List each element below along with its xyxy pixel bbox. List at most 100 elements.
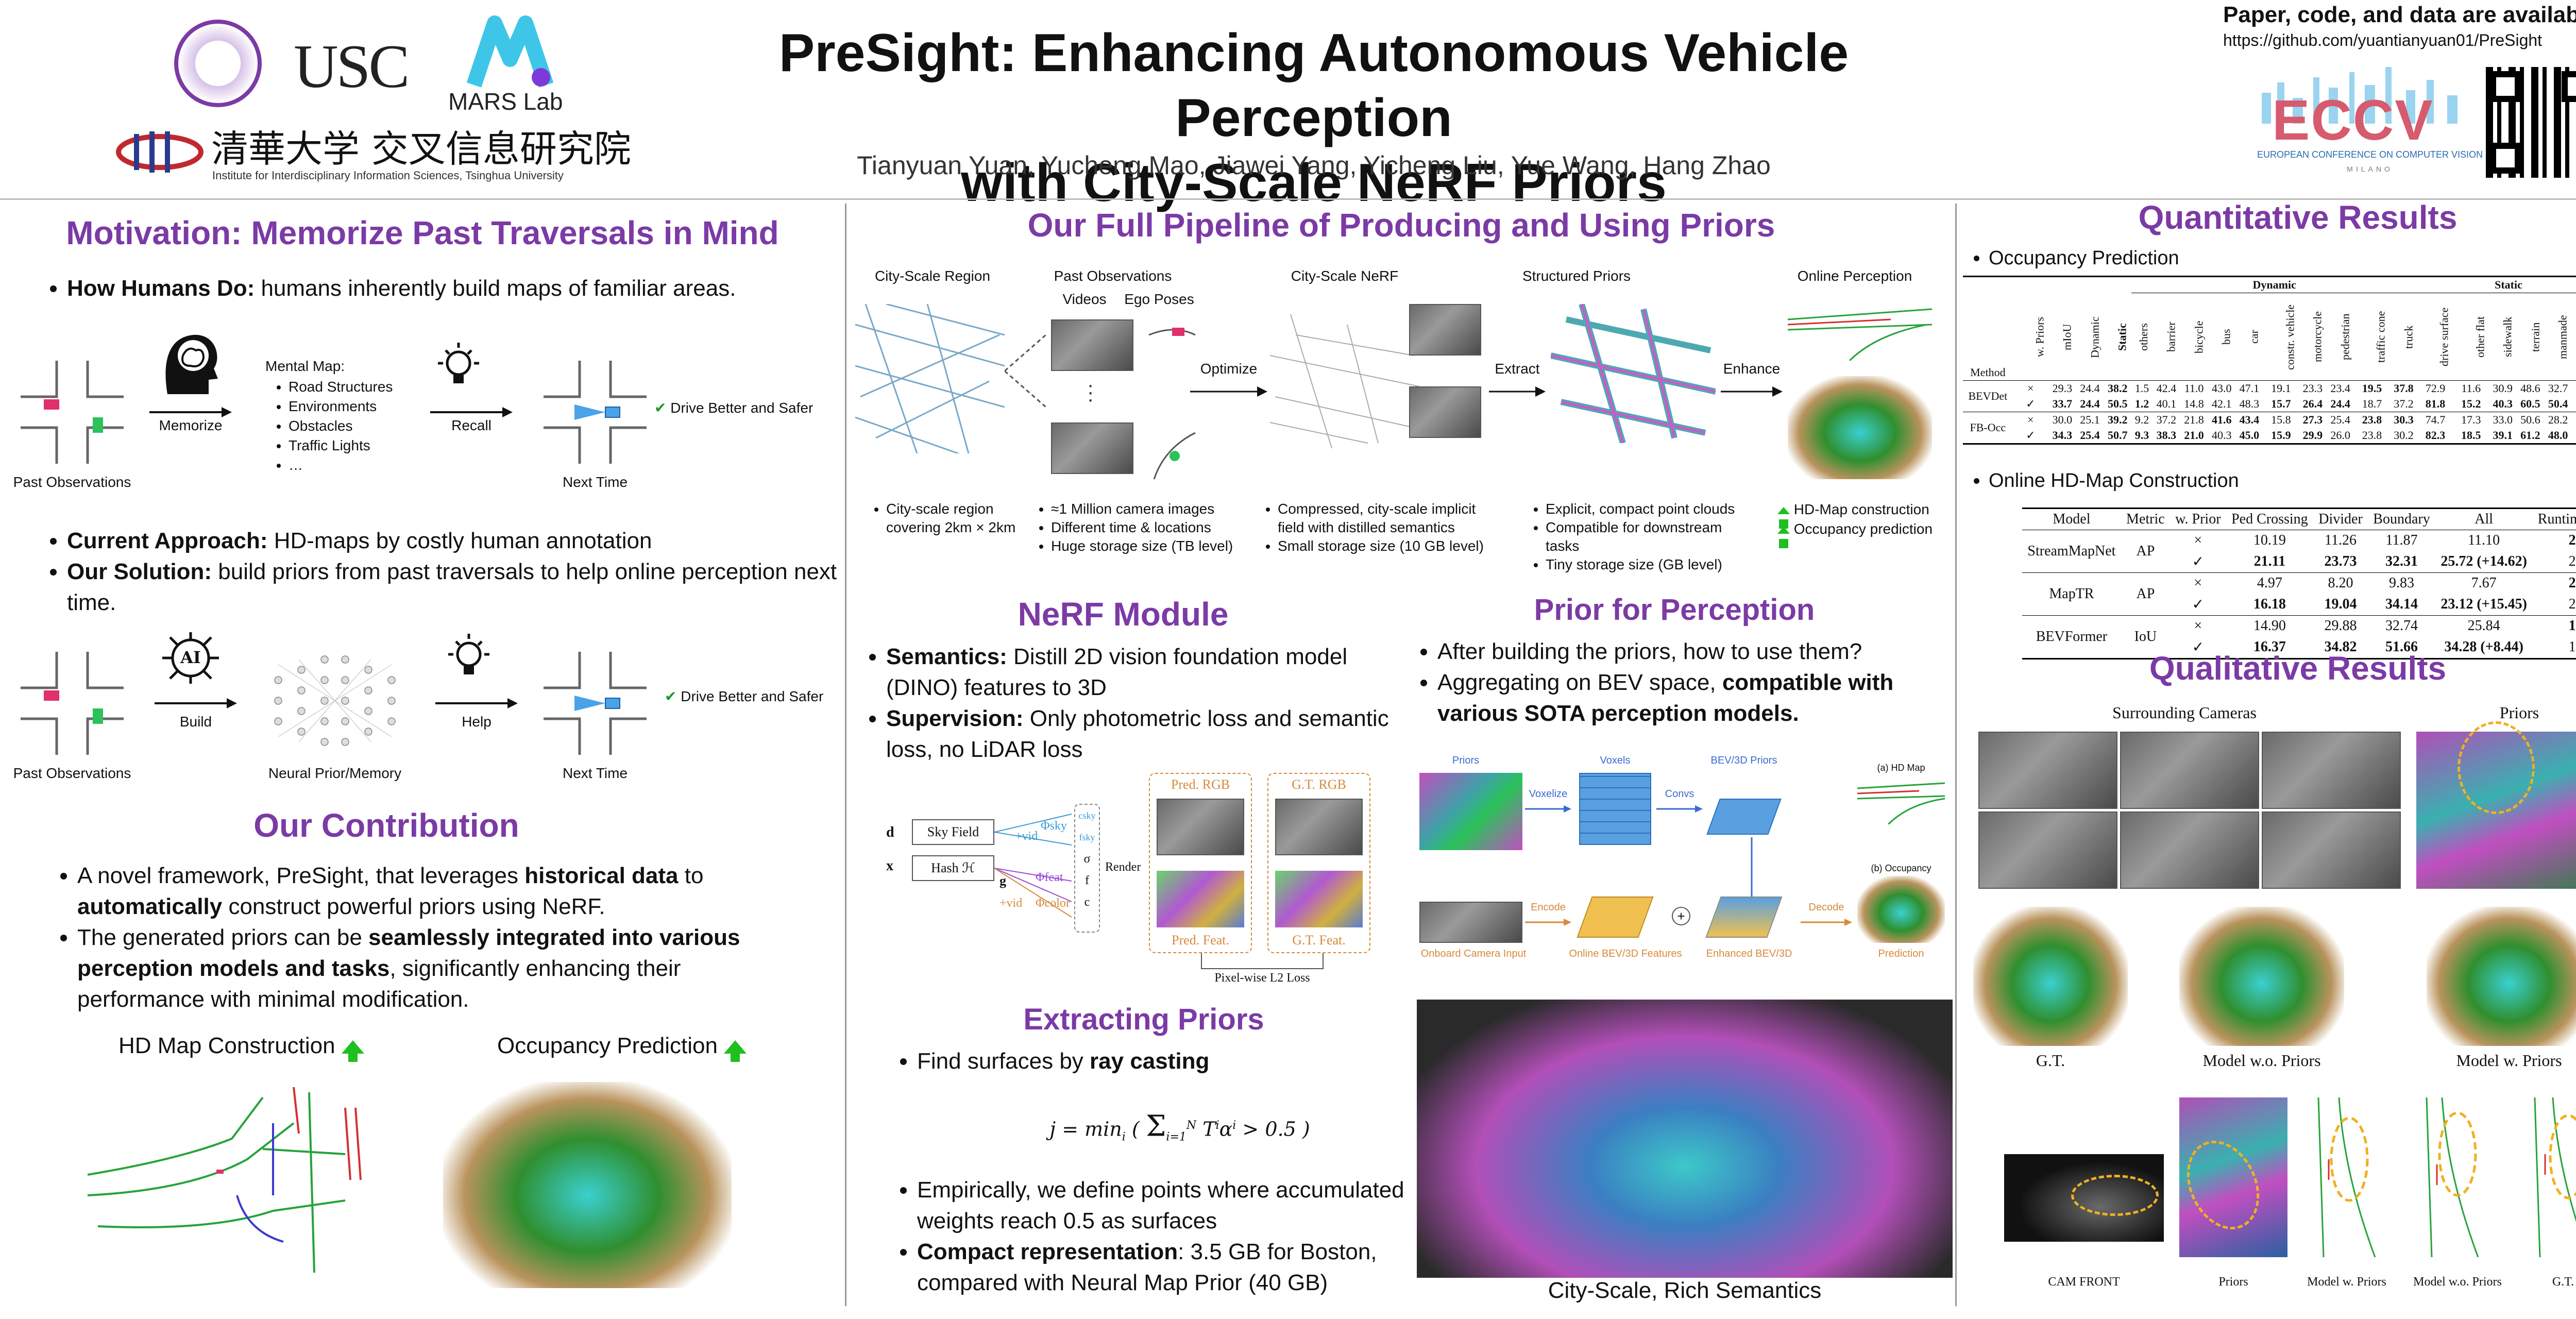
- pipeline-col4: Explicit, compact point clouds Compatibl…: [1530, 500, 1757, 574]
- ai-circuit-icon: AI: [157, 630, 224, 686]
- vid-label-2: +vid: [999, 897, 1023, 910]
- github-link[interactable]: https://github.com/yuantianyuan01/PreSig…: [2223, 31, 2543, 49]
- gt-feat-label: G.T. Feat.: [1292, 933, 1346, 948]
- onboard-label: Onboard Camera Input: [1420, 948, 1527, 959]
- hd-value-cell: 32.31: [2385, 553, 2418, 569]
- recall-label: Recall: [451, 417, 492, 433]
- gt-box: [1267, 773, 1370, 953]
- nerf-bullets: Semantics: Distill 2D vision foundation …: [855, 641, 1396, 765]
- value-cell: 14.8: [2184, 397, 2204, 410]
- hd-value-cell: 25.84: [2467, 618, 2500, 634]
- extract-bullet-1: Find surfaces by ray casting: [886, 1046, 1427, 1077]
- hd-subtitle: Online HD-Map Construction: [1968, 470, 2239, 492]
- value-cell: 25.4: [2330, 413, 2350, 426]
- neural-network-icon: [274, 655, 396, 746]
- map-gt: [2534, 1097, 2576, 1257]
- model-w-label: Model w. Priors: [2456, 1051, 2562, 1070]
- structured-priors-label: Structured Priors: [1522, 268, 1631, 284]
- online-bev-block: [1577, 897, 1654, 938]
- eccv-wordmark: ECCV: [2272, 89, 2434, 152]
- contribution-bullets: A novel framework, PreSight, that levera…: [46, 860, 793, 1015]
- value-cell: 1.5: [2134, 382, 2149, 395]
- nerf-pointcloud-figure: [1270, 314, 1419, 448]
- gt-rgb-label: G.T. RGB: [1292, 777, 1346, 792]
- next-time-label-1: Next Time: [562, 474, 628, 490]
- intersection-next-icon: [544, 361, 647, 464]
- metric-cell: IoU: [2134, 629, 2157, 645]
- method-cell: BEVDet: [1968, 390, 2008, 402]
- arrow-convs-icon: [1656, 805, 1703, 813]
- lightbulb-icon-2: [448, 631, 489, 688]
- value-cell: 19.1: [2271, 382, 2291, 395]
- eccv-logo: ECCV EUROPEAN CONFERENCE ON COMPUTER VIS…: [2241, 57, 2499, 180]
- value-cell: 9.3: [2134, 429, 2149, 442]
- value-cell: 11.0: [2184, 382, 2204, 395]
- value-cell: 60.5: [2520, 397, 2540, 410]
- model-cell: StreamMapNet: [2027, 543, 2116, 559]
- hd-value-cell: 22.4: [2568, 532, 2576, 548]
- neural-prior-label: Neural Prior/Memory: [268, 765, 402, 781]
- pipeline-title: Our Full Pipeline of Producing and Using…: [1027, 207, 1775, 244]
- value-cell: ×: [2027, 382, 2034, 395]
- priors-col-label: Priors: [2499, 703, 2539, 722]
- intersection-past-icon-2: [21, 652, 124, 755]
- check-icon: ✔: [654, 400, 667, 416]
- nerf-diagram: d x Sky Field Hash ℋ g +vid +vid Φsky Φf…: [876, 773, 1391, 1000]
- map-wo-priors: [2426, 1097, 2479, 1257]
- value-cell: 9.2: [2134, 413, 2149, 426]
- hd-value-cell: 11.87: [2385, 532, 2418, 548]
- cam-front-ellipse: [2071, 1175, 2159, 1216]
- value-cell: 81.8: [2425, 397, 2446, 410]
- hd-value-cell: 14.90: [2253, 618, 2286, 634]
- pred-rgb-label: Pred. RGB: [1171, 777, 1230, 792]
- loss-label: Pixel-wise L2 Loss: [1214, 971, 1310, 985]
- arrow-extract-icon: [1489, 386, 1546, 397]
- surround-cam-6: [2262, 811, 2401, 889]
- build-label: Build: [179, 714, 212, 730]
- col-header: Dynamic: [2088, 316, 2102, 358]
- value-cell: 15.9: [2271, 429, 2291, 442]
- pred-feat-image: [1157, 871, 1244, 927]
- value-cell: 18.5: [2461, 429, 2481, 442]
- tsinghua-cn-name: 清華大学 交叉信息研究院: [211, 127, 631, 171]
- arrow-encode-icon: [1525, 919, 1571, 926]
- occ-subtitle: Occupancy Prediction: [1968, 247, 2179, 269]
- value-cell: 39.2: [2107, 413, 2128, 426]
- hd-col-header: Divider: [2318, 511, 2363, 527]
- availability-text: Paper, code, and data are available:: [2223, 2, 2576, 27]
- value-cell: 43.4: [2239, 413, 2260, 426]
- hd-value-cell: 23.12 (+15.45): [2441, 596, 2527, 612]
- arrow-memorize-icon: [149, 407, 232, 417]
- authors: Tianyuan Yuan, Yucheng Mao, Jiawei Yang,…: [857, 151, 1771, 180]
- hd-value-cell: 11.10: [2468, 532, 2500, 548]
- surround-cam-5: [2120, 811, 2259, 889]
- sky-field-box: Sky Field: [912, 819, 994, 845]
- value-cell: 39.1: [2493, 429, 2513, 442]
- col-header: drive surface: [2437, 307, 2451, 366]
- col-header: Static: [2116, 323, 2129, 351]
- fan-lines-icon: [1005, 335, 1046, 407]
- bullet-current-approach: Current Approach: HD-maps by costly huma…: [67, 526, 840, 556]
- qr-code-icon[interactable]: [2486, 67, 2576, 178]
- value-cell: 47.1: [2239, 382, 2260, 395]
- hd-value-cell: 21.11: [2253, 553, 2286, 569]
- value-cell: 37.2: [2394, 397, 2414, 410]
- col-header: constr. vehicle: [2283, 303, 2297, 370]
- hd-value-cell: ✓: [2192, 639, 2205, 655]
- header-divider: [0, 198, 2576, 200]
- voxelize-label: Voxelize: [1529, 788, 1568, 800]
- hdmap-output-label: (a) HD Map: [1877, 763, 1925, 773]
- arrow-help-icon: [435, 698, 518, 708]
- hd-value-cell: 7.67: [2471, 575, 2497, 591]
- hd-value-cell: ✓: [2192, 597, 2205, 613]
- hash-box: Hash ℋ: [912, 855, 994, 881]
- value-cell: 40.3: [2211, 429, 2232, 442]
- nerf-bullet-semantics: Semantics: Distill 2D vision foundation …: [886, 641, 1396, 703]
- extract-bullets-2: Empirically, we define points where accu…: [886, 1175, 1432, 1298]
